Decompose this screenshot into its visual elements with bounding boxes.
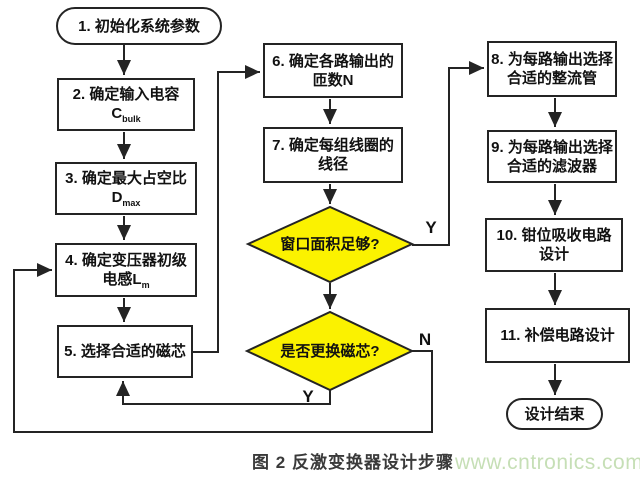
connector-step5-to-step6	[193, 65, 260, 353]
step6-line2: 匝数N	[312, 71, 354, 89]
decision1-yes-label: Y	[425, 218, 437, 237]
end-label: 设计结束	[524, 405, 585, 423]
step10-line1: 10. 钳位吸收电路	[496, 227, 612, 244]
decision-replace-core-shape	[244, 310, 415, 392]
step2-line1: 2. 确定输入电容	[72, 86, 180, 103]
step10-line2: 设计	[538, 246, 569, 263]
figure-caption: 图 2 反激变换器设计步骤	[252, 453, 454, 472]
step9-line2: 合适的滤波器	[506, 157, 597, 175]
step7-line1: 7. 确定每组线圈的	[272, 137, 394, 154]
step8-line1: 8. 为每路输出选择	[491, 51, 613, 68]
step4-box: 4. 确定变压器初级 电感Lm	[55, 243, 197, 297]
connector-decision1-yes-to-step8	[412, 61, 484, 246]
step7-box: 7. 确定每组线圈的 线径	[263, 127, 403, 183]
start-label: 1. 初始化系统参数	[78, 17, 200, 35]
step2-box: 2. 确定输入电容 Cbulk	[57, 78, 195, 131]
decision-replace-core-label: 是否更换磁芯?	[280, 342, 380, 360]
step9-line1: 9. 为每路输出选择	[491, 138, 613, 156]
end-terminator: 设计结束	[506, 398, 603, 430]
step4-line2: 电感Lm	[102, 270, 150, 290]
decision-window-area-shape	[245, 205, 415, 284]
step5-label: 5. 选择合适的磁芯	[64, 343, 186, 360]
step6-line1: 6. 确定各路输出的	[272, 52, 394, 70]
decision-window-area-label: 窗口面积足够?	[280, 235, 380, 253]
step11-box: 11. 补偿电路设计	[485, 308, 630, 363]
step10-box: 10. 钳位吸收电路 设计	[485, 218, 623, 272]
watermark-text: www.cntronics.com	[455, 451, 640, 474]
step7-line2: 线径	[317, 156, 348, 173]
step2-symbol: Cbulk	[111, 105, 141, 124]
step5-box: 5. 选择合适的磁芯	[57, 325, 193, 378]
step11-label: 11. 补偿电路设计	[500, 327, 615, 344]
step8-line2: 合适的整流管	[506, 70, 597, 87]
step9-box: 9. 为每路输出选择 合适的滤波器	[487, 130, 617, 183]
step3-line1: 3. 确定最大占空比	[65, 170, 187, 187]
decision2-no-label: N	[418, 330, 432, 349]
step3-symbol: Dmax	[111, 189, 141, 208]
connector-decision2-no-to-step4	[13, 263, 433, 433]
step3-box: 3. 确定最大占空比 Dmax	[55, 162, 197, 215]
connector-decision2-yes-to-step5	[116, 381, 331, 405]
start-terminator: 1. 初始化系统参数	[56, 7, 222, 45]
step8-box: 8. 为每路输出选择 合适的整流管	[487, 41, 617, 97]
step4-line1: 4. 确定变压器初级	[65, 251, 187, 269]
step6-box: 6. 确定各路输出的 匝数N	[263, 43, 403, 98]
decision2-yes-label: Y	[302, 387, 314, 406]
